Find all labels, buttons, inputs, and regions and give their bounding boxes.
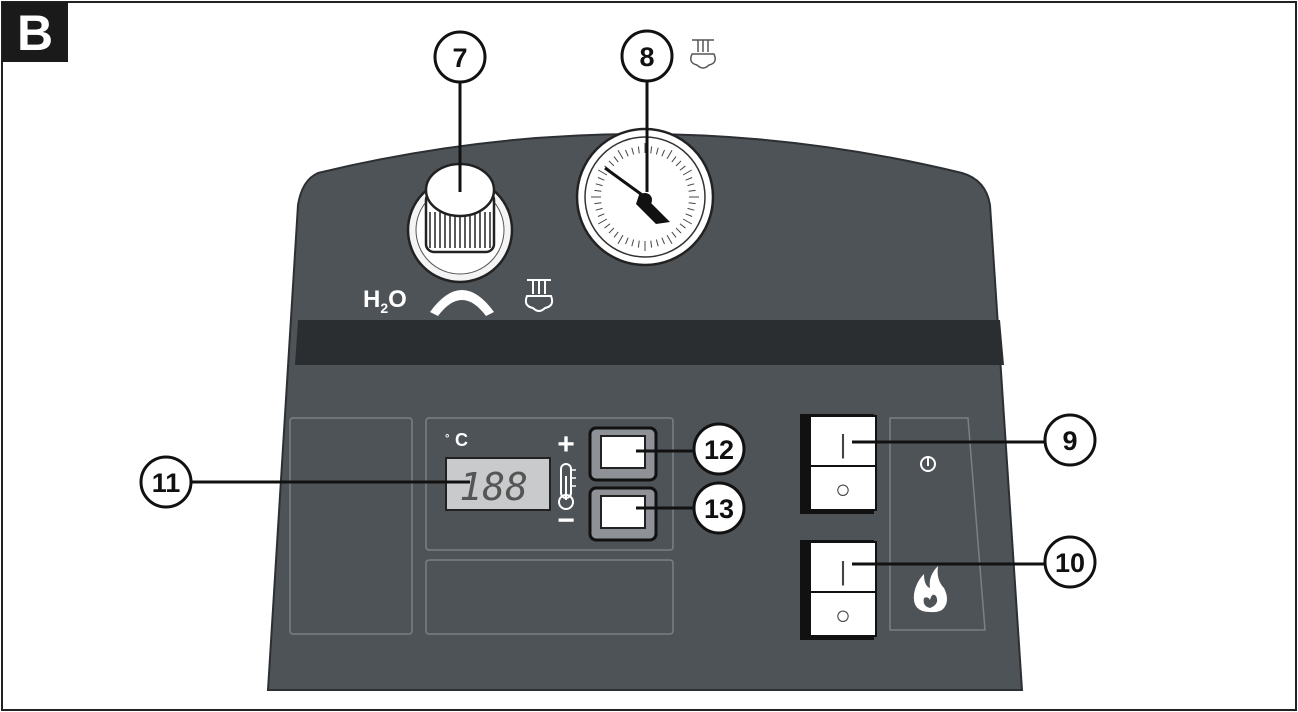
callout-7: 7: [433, 30, 487, 84]
svg-text:12: 12: [704, 435, 734, 465]
power-icon: [920, 456, 936, 472]
gauge-tick: [631, 239, 635, 247]
gauge-tick: [682, 218, 693, 225]
gauge-tick: [594, 189, 602, 192]
svg-text:9: 9: [1062, 426, 1077, 456]
gauge-tick: [650, 240, 653, 248]
gauge-tick: [597, 169, 608, 176]
gauge-tick: [597, 218, 608, 225]
gauge-tick: [675, 160, 682, 167]
switch-on-symbol: |: [840, 556, 847, 586]
flame-icon: [913, 566, 947, 613]
blank-panel-bottom: [425, 559, 674, 635]
leader-lines: [192, 82, 1044, 566]
gauge-tick: [594, 202, 602, 205]
gauge-tick: [613, 231, 619, 238]
temperature-up-button[interactable]: [588, 426, 658, 482]
gauge-tick: [688, 202, 696, 205]
thermometer-icon: [558, 463, 576, 510]
gauge-ticks: [591, 143, 699, 251]
gauge-tick: [608, 227, 615, 234]
knob-ridges: [429, 212, 491, 248]
switch-off-symbol: ○: [835, 474, 851, 504]
gauge-tick: [679, 165, 686, 171]
gauge-tick: [666, 234, 673, 245]
callout-11: 11: [139, 455, 193, 509]
gauge-tick: [613, 156, 619, 163]
temperature-down-button[interactable]: [588, 486, 658, 542]
gauge-tick: [688, 189, 696, 192]
gauge-tick: [604, 223, 611, 229]
gauge-tick: [671, 231, 677, 238]
gauge-tick: [625, 149, 629, 157]
gauge-tick: [671, 156, 677, 163]
svg-text:13: 13: [704, 494, 734, 524]
celsius-unit: C: [455, 430, 468, 450]
callout-10: 10: [1043, 535, 1097, 589]
gauge-needle: [604, 166, 646, 199]
svg-text:7: 7: [452, 43, 467, 73]
rotation-arc-icon: [430, 290, 494, 316]
gauge-tick: [617, 234, 624, 245]
gauge-tick: [595, 207, 603, 211]
gauge-tick: [685, 177, 693, 181]
main-power-switch[interactable]: | ○: [800, 414, 877, 514]
degree-symbol: °: [445, 433, 449, 445]
gauge-tick: [661, 237, 665, 245]
minus-symbol: −: [557, 504, 575, 537]
gauge-tick: [637, 146, 640, 154]
switch-off-symbol: ○: [835, 600, 851, 630]
gauge-tick: [675, 227, 682, 234]
gauge-tick: [655, 239, 659, 247]
steam-tap-icon: [524, 279, 554, 312]
svg-text:11: 11: [152, 468, 181, 498]
gauge-tick: [682, 169, 693, 176]
gauge-tick: [631, 147, 635, 155]
figure-label: B: [17, 5, 53, 61]
thermostat-panel: [425, 417, 674, 551]
gauge-tick: [679, 223, 686, 229]
steam-icon-top: [690, 39, 716, 69]
gauge-tick: [666, 149, 673, 160]
callout-13: 13: [692, 481, 746, 535]
callout-8: 8: [620, 29, 674, 83]
gauge-tick: [617, 149, 624, 160]
plus-symbol: +: [557, 428, 575, 461]
switch-on-symbol: |: [840, 429, 847, 459]
gauge-tick: [595, 183, 603, 187]
gauge-tick: [685, 213, 693, 217]
gauge-tick: [608, 160, 615, 167]
gauge-tick: [687, 183, 695, 187]
pressure-gauge: [575, 127, 715, 267]
callout-9: 9: [1043, 413, 1097, 467]
blank-panel-left: [289, 417, 413, 635]
gauge-tick: [597, 177, 605, 181]
figure-label-box: [2, 2, 68, 62]
heating-switch[interactable]: | ○: [800, 540, 877, 640]
panel-dark-band: [295, 320, 1004, 365]
gauge-tick: [661, 149, 665, 157]
svg-text:10: 10: [1055, 548, 1085, 578]
steam-water-knob[interactable]: [406, 162, 514, 284]
gauge-hub: [638, 193, 652, 207]
gauge-tick: [637, 240, 640, 248]
temperature-display: [445, 457, 551, 511]
switch-icon-panel: [889, 417, 986, 631]
gauge-tick: [655, 147, 659, 155]
gauge-tick: [625, 237, 629, 245]
gauge-tick: [687, 207, 695, 211]
gauge-tick: [650, 146, 653, 154]
callout-12: 12: [692, 422, 746, 476]
gauge-tick: [597, 213, 605, 217]
water-label: H2O: [363, 286, 407, 316]
svg-text:8: 8: [639, 42, 654, 72]
temperature-display-value: 188: [459, 465, 528, 509]
